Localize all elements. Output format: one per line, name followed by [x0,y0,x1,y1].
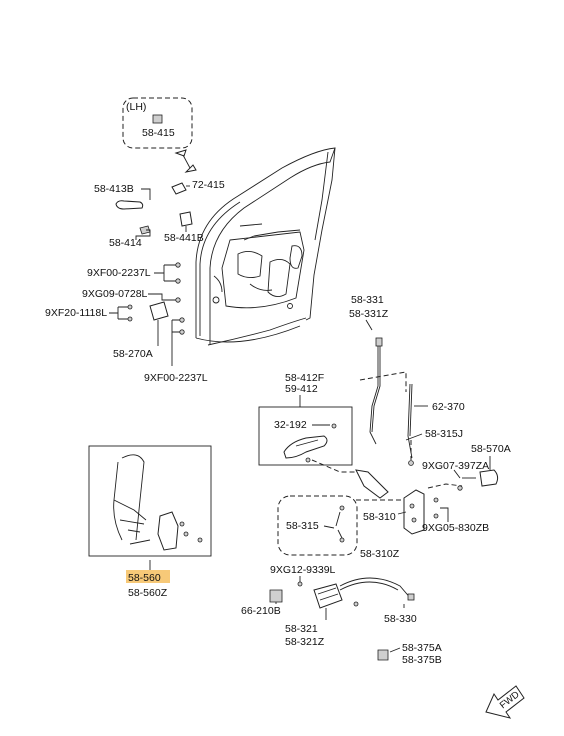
regulator-box: 58-560 58-560Z [88,445,212,599]
inner-handle-box: 32-192 [258,406,389,499]
label-58-375b[interactable]: 58-375B [402,654,442,666]
label-58-560z[interactable]: 58-560Z [128,587,168,599]
label-32-192[interactable]: 32-192 [274,419,307,431]
highlight-58-560 [126,570,170,583]
label-66-210b[interactable]: 66-210B [241,605,281,617]
lh-callout: (LH) 58-415 [122,97,193,149]
lh-label: (LH) [126,101,146,113]
label-58-270a[interactable]: 58-270A [113,348,153,360]
latch-cylinder-part [479,469,499,487]
label-58-560[interactable]: 58-560 [128,572,161,584]
label-58-321z[interactable]: 58-321Z [285,636,325,648]
clip-part [152,114,163,124]
label-72-415[interactable]: 72-415 [192,179,225,191]
label-9xg07[interactable]: 9XG07-397ZA [422,460,489,472]
clip-58-375-part [377,649,389,661]
fwd-arrow-icon: FWD [485,685,525,719]
label-58-321[interactable]: 58-321 [285,623,318,635]
label-9xf00-top[interactable]: 9XF00-2237L [87,267,151,279]
door-shell [195,147,336,346]
label-58-310[interactable]: 58-310 [363,511,396,523]
label-58-315[interactable]: 58-315 [286,520,319,532]
label-58-330[interactable]: 58-330 [384,613,417,625]
bracket-part [269,589,283,603]
label-9xg09[interactable]: 9XG09-0728L [82,288,148,300]
double-arrow-icon [174,149,197,173]
handle-bezel-part [171,182,187,195]
label-58-331z[interactable]: 58-331Z [349,308,389,320]
label-58-441b[interactable]: 58-441B [164,232,204,244]
inner-handle-part [283,435,328,459]
label-58-415[interactable]: 58-415 [142,127,175,139]
label-58-414[interactable]: 58-414 [109,237,142,249]
linkage-part [355,469,389,499]
regulator-motor-part [157,511,179,551]
label-58-331[interactable]: 58-331 [351,294,384,306]
label-9xf00-bottom[interactable]: 9XF00-2237L [144,372,208,384]
lock-cylinder-part [179,211,193,227]
label-9xf20[interactable]: 9XF20-1118L [45,307,107,319]
inner-handle-lower-part [313,583,343,609]
label-58-570a[interactable]: 58-570A [471,443,511,455]
rod-callout: 58-315 [277,495,358,556]
label-58-375a[interactable]: 58-375A [402,642,442,654]
label-58-413b[interactable]: 58-413B [94,183,134,195]
latch-assembly: 58-570A 9XG07-397ZA 9XG05-830ZB 58-310 5… [356,443,511,560]
hinge-part [149,301,169,321]
label-62-370[interactable]: 62-370 [432,401,465,413]
lower-handle-assembly: 9XG12-9339L 66-210B 58-321 58-321Z 58-33… [241,564,442,666]
rod-assembly: 58-331 58-331Z 62-370 58-412F 59-412 58-… [285,294,465,466]
upper-left-parts: 58-413B 72-415 58-414 58-441B 9XF00-2237… [45,179,225,384]
label-58-310z[interactable]: 58-310Z [360,548,400,560]
label-58-315j[interactable]: 58-315J [425,428,463,440]
label-58-412f[interactable]: 58-412F [285,372,324,384]
label-59-412[interactable]: 59-412 [285,383,318,395]
outer-handle-part [115,200,144,210]
door-latch-part [403,489,425,535]
label-9xg12[interactable]: 9XG12-9339L [270,564,336,576]
label-9xg05[interactable]: 9XG05-830ZB [422,522,489,534]
